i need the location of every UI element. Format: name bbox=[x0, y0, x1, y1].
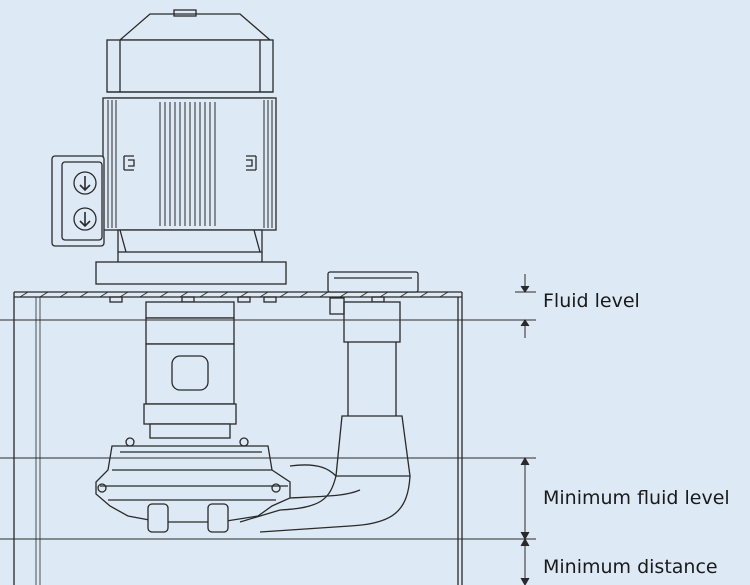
minimum-distance-dimension bbox=[520, 537, 530, 585]
fluid-level-label: Fluid level bbox=[543, 290, 640, 312]
reference-lines bbox=[0, 319, 536, 540]
minimum-fluid-level-label: Minimum fluid level bbox=[543, 487, 730, 509]
discharge-pipe bbox=[239, 297, 411, 533]
pump-casing bbox=[95, 437, 291, 533]
minimum-fluid-level-dimension bbox=[520, 456, 530, 541]
minimum-distance-label: Minimum distance bbox=[543, 556, 718, 578]
motor bbox=[51, 9, 287, 285]
tank-walls bbox=[13, 292, 463, 585]
pump-column bbox=[143, 301, 237, 439]
tank-cover bbox=[14, 271, 462, 303]
fluid-level-dimension bbox=[515, 274, 536, 338]
